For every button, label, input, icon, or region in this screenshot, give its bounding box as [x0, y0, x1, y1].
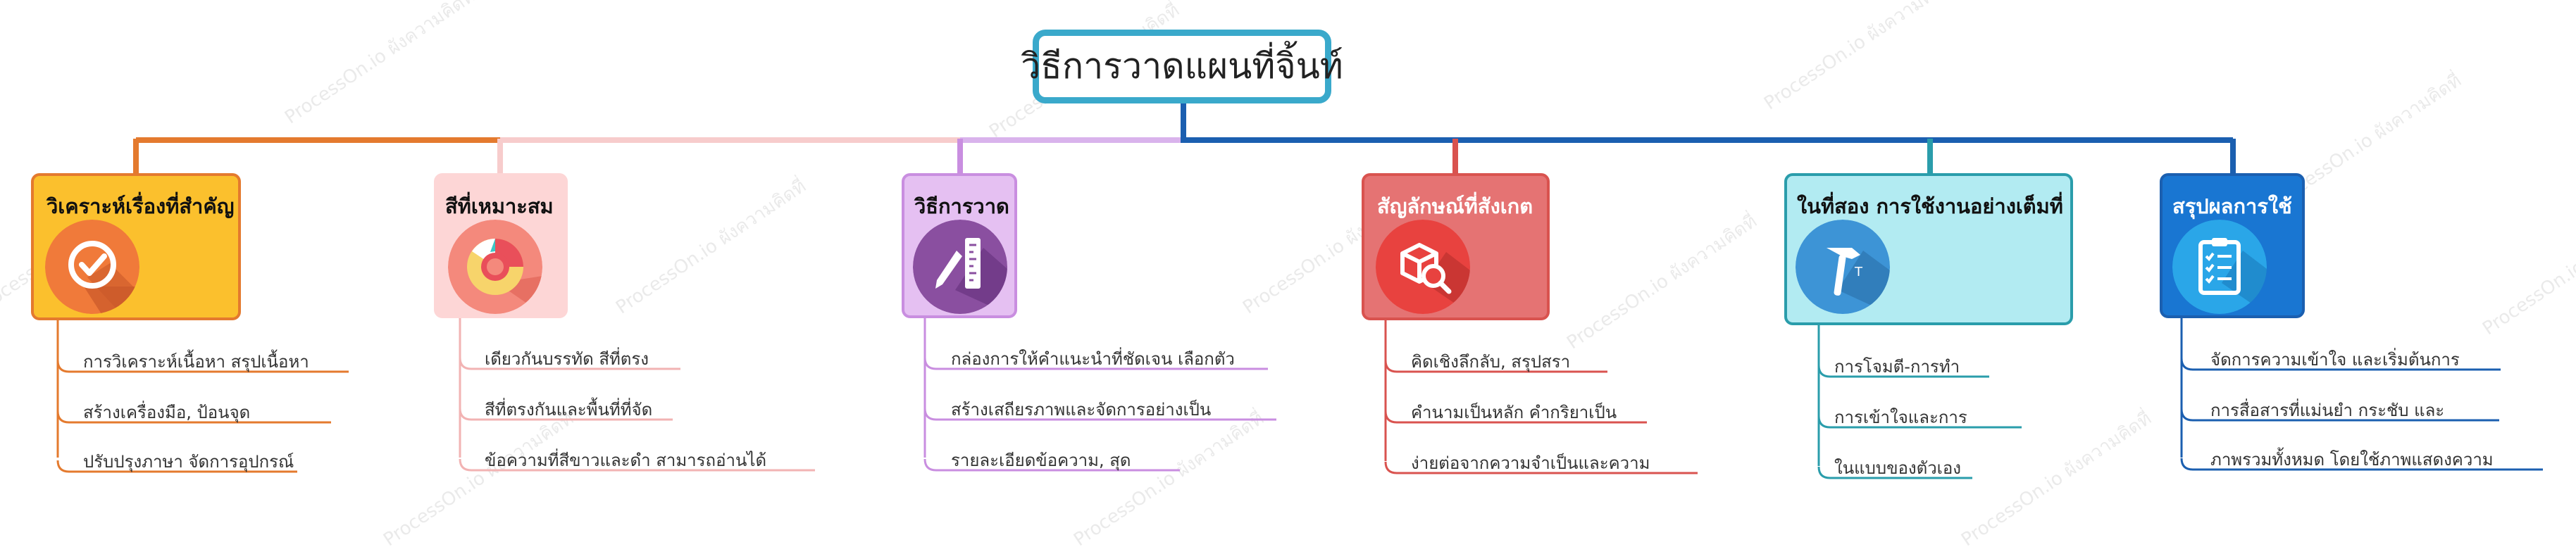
branch-node-label: วิเคราะห์เรื่องที่สำคัญ [46, 194, 235, 218]
branch-node-method[interactable]: วิธีการวาด [902, 173, 1017, 318]
branch-node-label: สรุปผลการใช้ [2172, 194, 2292, 218]
pencil-ruler-icon [913, 220, 1007, 314]
clipboard-icon [2172, 220, 2267, 314]
branch-item[interactable]: ในแบบของตัวเอง [1834, 458, 1961, 478]
root-topic-label: วิธีการวาดแผนที่จิ้นท์ [1021, 46, 1343, 87]
branch-item[interactable]: ข้อความที่สีขาวและดำ สามารถอ่านได้ [485, 451, 767, 470]
branch-item[interactable]: รายละเอียดข้อความ, สุด [951, 451, 1131, 470]
donut-chart-icon [448, 220, 542, 314]
check-icon [45, 220, 139, 314]
branch-item[interactable]: การโจมตี-การทำ [1834, 357, 1960, 377]
connector-lines [56, 103, 2543, 479]
branch-node-label: วิธีการวาด [914, 194, 1009, 218]
branch-item[interactable]: สร้างเสถียรภาพและจัดการอย่างเป็น [951, 400, 1212, 420]
branch-item[interactable]: เดียวกันบรรทัด สีที่ตรง [485, 349, 649, 369]
branch-node-label: ในที่สอง การใช้งานอย่างเต็มที่ [1797, 194, 2063, 218]
root-topic[interactable]: วิธีการวาดแผนที่จิ้นท์ [1021, 30, 1343, 103]
branch-item[interactable]: คำนามเป็นหลัก คำกริยาเป็น [1411, 403, 1617, 422]
branch-item[interactable]: ภาพรวมทั้งหมด โดยใช้ภาพแสดงความ [2210, 450, 2494, 470]
branch-node-label: สีที่เหมาะสม [445, 194, 554, 218]
branch-node-colors[interactable]: สีที่เหมาะสม [434, 173, 568, 318]
branch-node-label: สัญลักษณ์ที่สังเกต [1377, 194, 1533, 218]
box-magnifier-icon [1376, 220, 1470, 314]
branch-item[interactable]: ปรับปรุงภาษา จัดการอุปกรณ์ [83, 452, 294, 472]
branch-item[interactable]: กล่องการให้คำแนะนำที่ชัดเจน เลือกตัว [951, 349, 1235, 369]
branch-node-analyze[interactable]: วิเคราะห์เรื่องที่สำคัญ [31, 173, 241, 320]
svg-text:T: T [1854, 265, 1863, 279]
branch-item[interactable]: สีที่ตรงกันและพื้นที่ที่จัด [485, 400, 653, 420]
hammer-icon: T [1796, 220, 1890, 314]
branch-node-usage[interactable]: ในที่สอง การใช้งานอย่างเต็มที่ T [1784, 173, 2073, 325]
branch-item[interactable]: คิดเชิงลึกลับ, สรุปสรา [1411, 352, 1571, 372]
branch-node-symbols[interactable]: สัญลักษณ์ที่สังเกต [1362, 173, 1550, 320]
branch-item[interactable]: ง่ายต่อจากความจำเป็นและความ [1411, 453, 1650, 473]
branch-item[interactable]: สร้างเครื่องมือ, ป้อนจุด [83, 403, 251, 422]
branch-item[interactable]: การสื่อสารที่แม่นยำ กระชับ และ [2210, 401, 2445, 420]
branch-item[interactable]: การเข้าใจและการ [1834, 408, 1967, 427]
branch-node-summary[interactable]: สรุปผลการใช้ [2160, 173, 2305, 318]
branch-item[interactable]: การวิเคราะห์เนื้อหา สรุปเนื้อหา [83, 352, 309, 372]
branch-item[interactable]: จัดการความเข้าใจ และเริ่มต้นการ [2210, 350, 2460, 370]
